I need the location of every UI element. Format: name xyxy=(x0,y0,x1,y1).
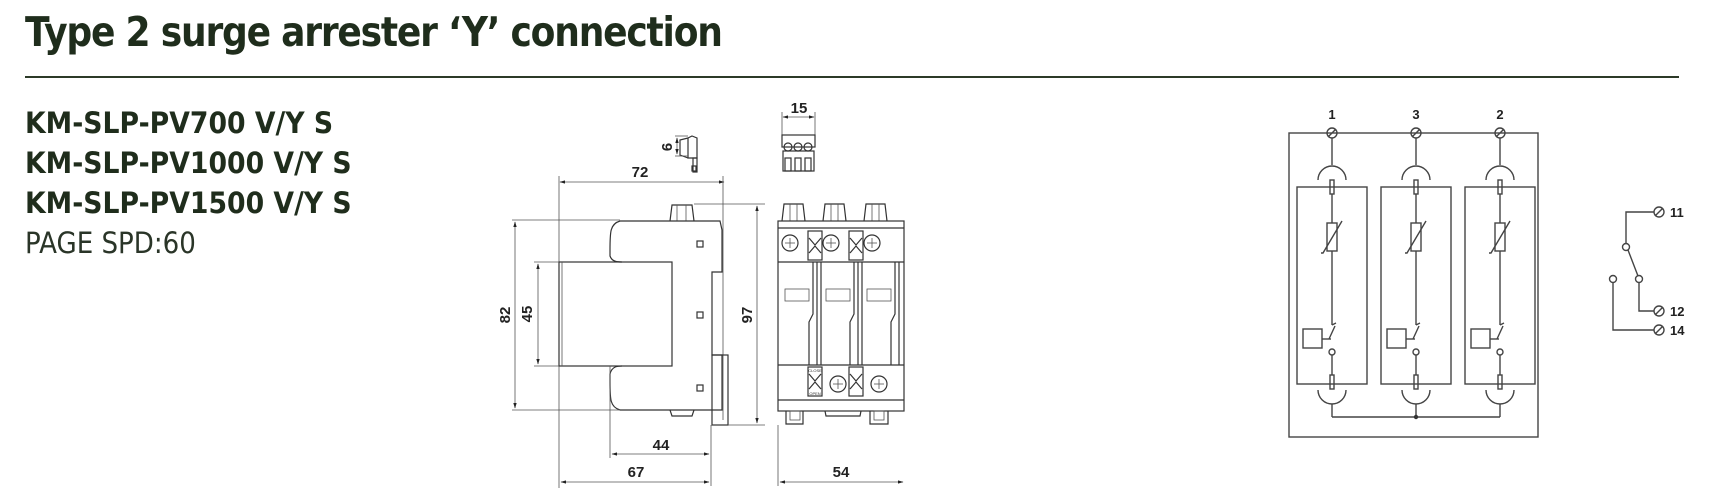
dim-depth-top: 72 xyxy=(632,164,649,181)
terminal-label: 3 xyxy=(1412,107,1419,122)
dim-depth-total: 67 xyxy=(628,464,645,481)
plug-side-view: 9 xyxy=(658,135,698,173)
page-title: Type 2 surge arrester ‘Y’ connection xyxy=(25,8,723,56)
model-name: KM-SLP-PV1500 V/Y S xyxy=(25,186,352,220)
label-open: OPEN xyxy=(809,391,820,396)
title-divider xyxy=(25,76,1679,78)
contact-label: 14 xyxy=(1670,323,1685,338)
side-view: 72 82 45 97 xyxy=(497,164,765,488)
model-list: KM-SLP-PV700 V/Y S KM-SLP-PV1000 V/Y S K… xyxy=(25,103,380,263)
remote-contact-diagram: 11 12 14 xyxy=(1608,205,1685,338)
module-circuit xyxy=(1464,127,1536,417)
dim-height-front: 45 xyxy=(519,306,536,323)
dim-height-body: 82 xyxy=(497,307,514,324)
circuit-schematic: 1 3 2 xyxy=(1288,107,1539,438)
contact-label: 12 xyxy=(1670,304,1684,319)
dim-plug-height: 9 xyxy=(658,143,675,151)
front-view: CLOSE OPEN 54 xyxy=(777,203,905,486)
model-name: KM-SLP-PV1000 V/Y S xyxy=(25,146,352,180)
label-close: CLOSE xyxy=(808,368,822,373)
contact-label: 11 xyxy=(1670,205,1684,220)
module-circuit xyxy=(1296,127,1368,417)
plug-front-view: 15 xyxy=(781,100,816,172)
dim-plug-width: 15 xyxy=(791,100,808,117)
model-name: KM-SLP-PV700 V/Y S xyxy=(25,106,334,140)
dim-height-total: 97 xyxy=(739,307,756,324)
page-reference: PAGE SPD:60 xyxy=(25,226,196,260)
module-circuit xyxy=(1380,127,1452,417)
terminal-label: 1 xyxy=(1328,107,1335,122)
dim-depth-rail: 44 xyxy=(653,437,670,454)
terminal-label: 2 xyxy=(1496,107,1503,122)
dim-width-front: 54 xyxy=(833,464,850,481)
